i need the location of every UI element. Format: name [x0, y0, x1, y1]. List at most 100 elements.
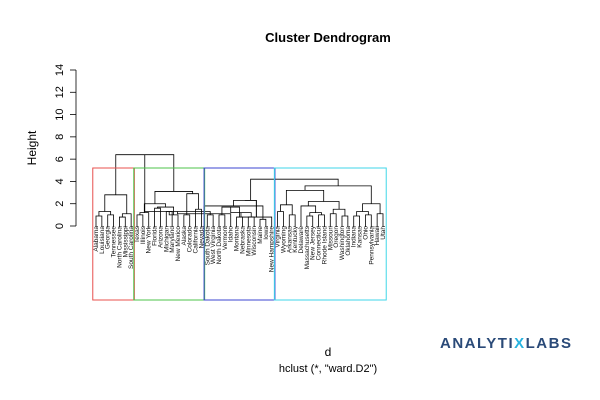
leaf-label: Iowa: [263, 226, 270, 240]
dendrogram-link: [206, 214, 214, 227]
leaf-label: Virginia: [275, 226, 282, 248]
dendrogram-link: [240, 212, 273, 227]
cluster-box: [92, 167, 135, 301]
dendrogram-link: [154, 207, 161, 227]
leaf-label: Michigan: [163, 226, 170, 252]
leaf-label: Mississippi: [122, 226, 129, 257]
dendrogram-link: [104, 194, 128, 214]
dendrogram-link: [144, 154, 211, 215]
cluster-boxes: [92, 167, 387, 301]
dendrogram-link: [95, 215, 103, 227]
leaf-label: Missouri: [327, 226, 334, 250]
leaf-label: Oklahoma: [345, 226, 352, 256]
leaf-label: Maryland: [169, 226, 176, 253]
dendrogram-tree: [95, 154, 384, 227]
dendrogram-link: [318, 214, 325, 227]
dendrogram-link: [119, 216, 126, 227]
leaf-label: Massachusetts: [304, 225, 311, 269]
leaf-label: South Dakota: [204, 226, 211, 266]
cluster-box: [273, 167, 387, 301]
dendrogram-link: [285, 189, 325, 205]
leaf-label: Georgia: [105, 226, 112, 250]
leaf-label: New Mexico: [175, 226, 182, 262]
dendrogram-link: [136, 214, 144, 227]
leaf-label: Washington: [339, 226, 346, 260]
leaf-label: West Virginia: [210, 226, 217, 264]
y-tick-label: 12: [54, 86, 66, 98]
y-tick-label: 4: [54, 178, 66, 184]
leaf-label: Florida: [152, 226, 159, 246]
dendrogram-link: [332, 208, 346, 216]
leaf-label: Indiana: [351, 226, 358, 248]
leaf-label: Texas: [134, 225, 141, 243]
leaf-label: Connecticut: [316, 226, 323, 261]
method-subtitle: hclust (*, "ward.D2"): [279, 363, 377, 375]
dendrogram-link: [221, 206, 240, 218]
dendrogram-link: [259, 218, 267, 227]
leaf-label: Kansas: [357, 225, 364, 247]
dendrogram-link: [353, 215, 360, 227]
y-tick-label: 10: [54, 108, 66, 120]
y-tick-label: 6: [54, 156, 66, 162]
dendrogram-link: [183, 214, 191, 227]
y-axis-label: Height: [25, 130, 39, 165]
dendrogram-link: [250, 178, 339, 201]
leaf-label: Arkansas: [286, 225, 293, 253]
leaf-label: Alaska: [181, 226, 188, 246]
dendrogram-link: [300, 205, 317, 227]
logo-wordmark: ANALYTIXLABS: [440, 335, 572, 352]
leaf-label: Utah: [380, 226, 387, 240]
leaf-label: Hawaii: [374, 226, 381, 246]
leaf-label: Tennessee: [111, 226, 118, 258]
leaf-label: South Carolina: [128, 226, 135, 269]
x-axis-label: d: [325, 345, 332, 359]
leaf-label: Colorado: [187, 226, 194, 253]
y-tick-label: 0: [54, 223, 66, 229]
dendrogram-link: [121, 213, 132, 227]
dendrogram-link: [304, 185, 372, 204]
leaf-label: Oregon: [333, 226, 340, 248]
leaf-label: Delaware: [298, 226, 305, 254]
dendrogram-link: [376, 213, 384, 227]
leaf-label: Wyoming: [280, 226, 287, 253]
dendrogram-link: [107, 214, 114, 227]
leaf-label: North Carolina: [116, 226, 123, 268]
dendrogram-link: [356, 211, 369, 216]
dendrogram-link: [341, 215, 349, 227]
dendrogram-link: [306, 215, 314, 227]
leaf-label: New York: [146, 225, 153, 253]
dendrogram-link: [233, 199, 257, 218]
cluster-box: [203, 167, 276, 301]
leaf-label: North Dakota: [216, 226, 223, 265]
leaf-label: Montana: [234, 226, 241, 252]
chart-title: Cluster Dendrogram: [265, 30, 391, 45]
leaf-label: New Hampshire: [269, 226, 276, 273]
leaf-label: Maine: [257, 226, 264, 244]
dendrogram-link: [139, 212, 150, 227]
y-tick-label: 14: [54, 64, 66, 76]
dendrogram-link: [280, 204, 293, 215]
leaf-label: Rhode Island: [321, 226, 328, 265]
leaf-label: Kentucky: [292, 225, 299, 252]
dendrogram-link: [307, 201, 340, 210]
dendrogram-link: [236, 216, 243, 227]
leaf-label: Vermont: [222, 226, 229, 250]
dendrogram-link: [365, 214, 372, 227]
dendrogram-link: [362, 203, 381, 214]
leaf-label: Louisiana: [99, 226, 106, 254]
leaf-label: Alabama: [93, 226, 100, 252]
dendrogram-link: [98, 211, 112, 216]
leaf-label: Nebraska: [239, 226, 246, 254]
leaf-label: Ohio: [362, 226, 369, 240]
dendrogram-link: [244, 199, 257, 218]
dendrogram-link: [195, 208, 202, 227]
y-tick-label: 8: [54, 134, 66, 140]
dendrogram-link: [186, 193, 199, 215]
dendrogram-link: [218, 214, 226, 227]
leaf-label: New Jersey: [310, 225, 317, 260]
leaf-label: Arizona: [157, 226, 164, 248]
dendrogram-link: [247, 216, 255, 227]
leaf-label: Nevada: [198, 226, 205, 249]
